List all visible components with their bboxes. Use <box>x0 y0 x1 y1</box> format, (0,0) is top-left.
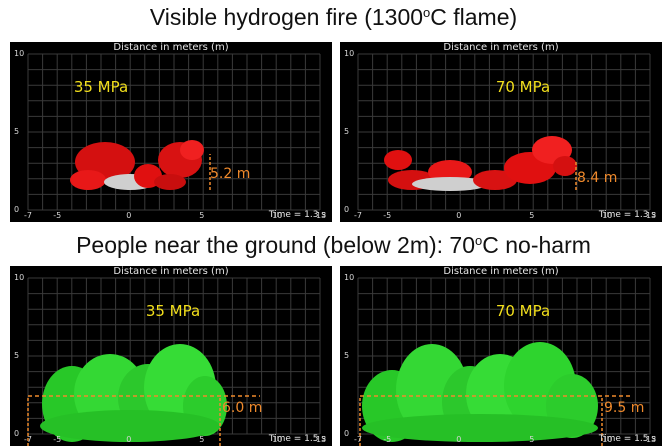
x-tick-label: -7 <box>354 211 362 220</box>
y-tick-label: 0 <box>344 205 350 214</box>
pressure-label: 35 MPa <box>145 302 201 320</box>
distance-label: 9.5 m <box>604 400 645 416</box>
no-harm-heading-text: People near the ground (below 2m): 70 <box>76 232 476 258</box>
no-harm-zone <box>362 342 598 442</box>
x-tick-label: 13 <box>646 211 657 220</box>
panel-title: Distance in meters (m) <box>113 266 229 277</box>
y-tick-label: 0 <box>344 429 350 438</box>
pressure-label: 35 MPa <box>73 78 129 96</box>
flame-plot-35mpa <box>27 53 321 211</box>
y-tick-label: 5 <box>344 127 350 136</box>
flame-blob <box>412 177 488 191</box>
x-tick-label: 5 <box>199 435 205 444</box>
y-tick-label: 0 <box>14 205 20 214</box>
flame-blob <box>70 170 106 190</box>
x-tick-label: -7 <box>354 435 362 444</box>
flame-blob <box>384 150 412 170</box>
flame-plume <box>70 140 204 190</box>
flame-plume <box>384 136 577 191</box>
y-tick-label: 10 <box>14 49 25 58</box>
x-tick-label: 0 <box>456 211 462 220</box>
x-tick-label: -5 <box>383 211 392 220</box>
x-tick-label: 13 <box>316 211 327 220</box>
time-label: Time = 1.5 s <box>598 434 656 444</box>
zone-blob <box>362 414 598 442</box>
zone-blob <box>40 410 220 442</box>
flame-panel-35mpa: Distance in meters (m) 35 MPa 5.2 m Time… <box>10 42 332 222</box>
x-tick-label: 10 <box>602 435 613 444</box>
no-harm-panel-35mpa: Distance in meters (m) 35 MPa 6.0 m Time… <box>10 266 332 446</box>
distance-label: 5.2 m <box>210 166 251 182</box>
y-tick-label: 10 <box>14 273 25 282</box>
x-tick-label: 0 <box>126 435 132 444</box>
y-tick-label: 5 <box>14 127 20 136</box>
no-harm-zone <box>40 344 227 442</box>
distance-label: 8.4 m <box>577 170 618 186</box>
degree-sup: o <box>475 233 483 248</box>
no-harm-plot-35mpa <box>27 277 321 446</box>
y-tick-label: 5 <box>344 351 350 360</box>
y-tick-label: 10 <box>344 49 355 58</box>
x-tick-label: 10 <box>602 211 613 220</box>
x-tick-label: 13 <box>316 435 327 444</box>
x-tick-label: 5 <box>529 435 535 444</box>
pressure-label: 70 MPa <box>495 302 551 320</box>
no-harm-heading-text-end: C no-harm <box>482 232 591 258</box>
flame-blob <box>553 156 577 176</box>
y-tick-label: 10 <box>344 273 355 282</box>
flame-section-heading: Visible hydrogen fire (1300oC flame) <box>0 4 667 31</box>
distance-label: 6.0 m <box>222 400 263 416</box>
degree-sup: o <box>423 5 431 20</box>
grid-lines <box>27 53 321 211</box>
x-tick-label: -5 <box>53 211 62 220</box>
panel-title: Distance in meters (m) <box>443 42 559 53</box>
time-label: Time = 1.5 s <box>268 434 326 444</box>
flame-blob <box>180 140 204 160</box>
x-tick-label: -5 <box>383 435 392 444</box>
time-label: Time = 1.3 s <box>268 210 326 220</box>
time-label: Time = 1.3 s <box>598 210 656 220</box>
no-harm-plot-70mpa <box>357 277 651 446</box>
no-harm-section-heading: People near the ground (below 2m): 70oC … <box>0 232 667 259</box>
x-tick-label: 0 <box>126 211 132 220</box>
no-harm-panel-70mpa: Distance in meters (m) 70 MPa 9.5 m Time… <box>340 266 662 446</box>
panel-title: Distance in meters (m) <box>113 42 229 53</box>
flame-plot-70mpa <box>357 53 651 211</box>
x-tick-label: 10 <box>272 211 283 220</box>
x-tick-label: 5 <box>529 211 535 220</box>
flame-blob <box>473 170 517 190</box>
flame-heading-text-end: C flame) <box>430 4 518 30</box>
flame-heading-text: Visible hydrogen fire (1300 <box>149 4 424 30</box>
y-tick-label: 0 <box>14 429 20 438</box>
x-tick-label: 10 <box>272 435 283 444</box>
x-tick-label: 0 <box>456 435 462 444</box>
flame-blob <box>154 174 186 190</box>
x-tick-label: -5 <box>53 435 62 444</box>
flame-panel-70mpa: Distance in meters (m) 70 MPa 8.4 m Time… <box>340 42 662 222</box>
pressure-label: 70 MPa <box>495 78 551 96</box>
y-tick-label: 5 <box>14 351 20 360</box>
panel-title: Distance in meters (m) <box>443 266 559 277</box>
x-tick-label: 13 <box>646 435 657 444</box>
x-tick-label: -7 <box>24 211 32 220</box>
x-tick-label: -7 <box>24 435 32 444</box>
x-tick-label: 5 <box>199 211 205 220</box>
